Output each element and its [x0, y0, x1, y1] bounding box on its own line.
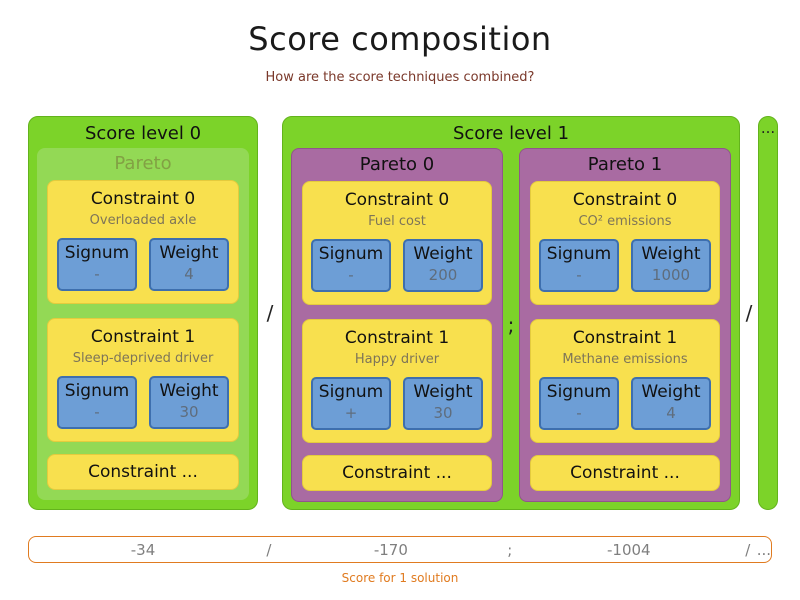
constraint-subtitle: Fuel cost: [368, 214, 426, 229]
weight-label: Weight: [413, 382, 473, 402]
more-levels-ellipsis: ...: [760, 119, 776, 137]
pareto-0-label: Pareto 0: [359, 154, 435, 175]
separator-semicolon: ;: [507, 313, 515, 337]
constraint-card: Constraint 1 Methane emissions Signum - …: [530, 319, 720, 443]
signum-label: Signum: [318, 382, 384, 402]
paretos-row: Pareto 0 Constraint 0 Fuel cost Signum -…: [283, 148, 739, 510]
constraint-title: Constraint 1: [344, 328, 450, 348]
weight-box: Weight 30: [403, 377, 483, 430]
weight-label: Weight: [641, 382, 701, 402]
signum-label: Signum: [64, 381, 130, 401]
weight-box: Weight 30: [149, 376, 229, 429]
weight-box: Weight 200: [403, 239, 483, 292]
constraint-more-card: Constraint ...: [302, 455, 492, 491]
constraint-card: Constraint 0 CO² emissions Signum - Weig…: [530, 181, 720, 305]
score-level-0-label: Score level 0: [84, 123, 202, 144]
separator-slash: /: [266, 301, 274, 325]
weight-label: Weight: [413, 244, 473, 264]
signum-weight-row: Signum - Weight 4: [54, 238, 232, 291]
constraint-title: Constraint 0: [572, 190, 678, 210]
page-title: Score composition: [248, 20, 552, 58]
weight-value: 30: [433, 404, 453, 422]
score-separator-slash: /: [745, 540, 751, 559]
constraint-title: Constraint 0: [90, 189, 196, 209]
constraint-card: Constraint 0 Overloaded axle Signum - We…: [47, 180, 239, 304]
constraint-title: Constraint 1: [572, 328, 678, 348]
signum-weight-row: Signum - Weight 4: [537, 377, 713, 430]
separator-slash: /: [745, 301, 753, 325]
constraint-card: Constraint 1 Sleep-deprived driver Signu…: [47, 318, 239, 442]
constraint-subtitle: Methane emissions: [562, 352, 688, 367]
constraint-subtitle: Sleep-deprived driver: [72, 351, 214, 366]
signum-weight-row: Signum - Weight 1000: [537, 239, 713, 292]
weight-value: 30: [179, 403, 199, 421]
signum-value: -: [94, 403, 100, 421]
constraint-subtitle: Overloaded axle: [89, 213, 197, 228]
signum-label: Signum: [546, 244, 612, 264]
score-separator-slash: /: [266, 540, 272, 559]
weight-box: Weight 4: [631, 377, 711, 430]
pareto-box-level0: Pareto Constraint 0 Overloaded axle Sign…: [37, 148, 249, 500]
signum-box: Signum -: [311, 239, 391, 292]
weight-value: 1000: [651, 266, 691, 284]
constraint-more-card: Constraint ...: [530, 455, 720, 491]
signum-box: Signum -: [57, 376, 137, 429]
score-separator-semicolon: ;: [507, 540, 513, 559]
score-level-more: ...: [758, 116, 778, 510]
signum-label: Signum: [546, 382, 612, 402]
constraint-subtitle: CO² emissions: [578, 214, 672, 229]
score-level-0: Score level 0 Pareto Constraint 0 Overlo…: [28, 116, 258, 510]
signum-value: -: [576, 266, 582, 284]
signum-label: Signum: [318, 244, 384, 264]
pareto-0: Pareto 0 Constraint 0 Fuel cost Signum -…: [291, 148, 503, 502]
score-more-ellipsis: ...: [756, 540, 771, 559]
signum-box: Signum -: [539, 239, 619, 292]
signum-weight-row: Signum - Weight 200: [309, 239, 485, 292]
signum-box: Signum +: [311, 377, 391, 430]
signum-value: -: [576, 404, 582, 422]
weight-value: 4: [666, 404, 676, 422]
constraint-title: Constraint 1: [90, 327, 196, 347]
page-subtitle: How are the score techniques combined?: [265, 70, 535, 85]
weight-label: Weight: [159, 381, 219, 401]
signum-value: +: [344, 404, 358, 422]
score-levels-row: Score level 0 Pareto Constraint 0 Overlo…: [28, 116, 778, 510]
weight-value: 200: [428, 266, 458, 284]
constraint-subtitle: Happy driver: [354, 352, 440, 367]
signum-box: Signum -: [57, 238, 137, 291]
signum-label: Signum: [64, 243, 130, 263]
pareto-1: Pareto 1 Constraint 0 CO² emissions Sign…: [519, 148, 731, 502]
score-bar-caption: Score for 1 solution: [341, 571, 459, 585]
score-value-pareto0: -170: [373, 540, 408, 559]
score-bar: -34 / -170 ; -1004 / ...: [28, 536, 772, 563]
weight-value: 4: [184, 265, 194, 283]
signum-value: -: [348, 266, 354, 284]
weight-label: Weight: [159, 243, 219, 263]
score-value-pareto1: -1004: [607, 540, 651, 559]
weight-label: Weight: [641, 244, 701, 264]
score-level-1-label: Score level 1: [452, 123, 570, 144]
constraint-card: Constraint 0 Fuel cost Signum - Weight 2…: [302, 181, 492, 305]
weight-box: Weight 4: [149, 238, 229, 291]
signum-weight-row: Signum - Weight 30: [54, 376, 232, 429]
weight-box: Weight 1000: [631, 239, 711, 292]
signum-value: -: [94, 265, 100, 283]
pareto-1-label: Pareto 1: [587, 154, 663, 175]
signum-box: Signum -: [539, 377, 619, 430]
score-level-1: Score level 1 Pareto 0 Constraint 0 Fuel…: [282, 116, 740, 510]
score-value-level0: -34: [130, 540, 156, 559]
pareto-label: Pareto: [114, 153, 172, 174]
constraint-more-card: Constraint ...: [47, 454, 239, 490]
signum-weight-row: Signum + Weight 30: [309, 377, 485, 430]
constraint-card: Constraint 1 Happy driver Signum + Weigh…: [302, 319, 492, 443]
constraint-title: Constraint 0: [344, 190, 450, 210]
